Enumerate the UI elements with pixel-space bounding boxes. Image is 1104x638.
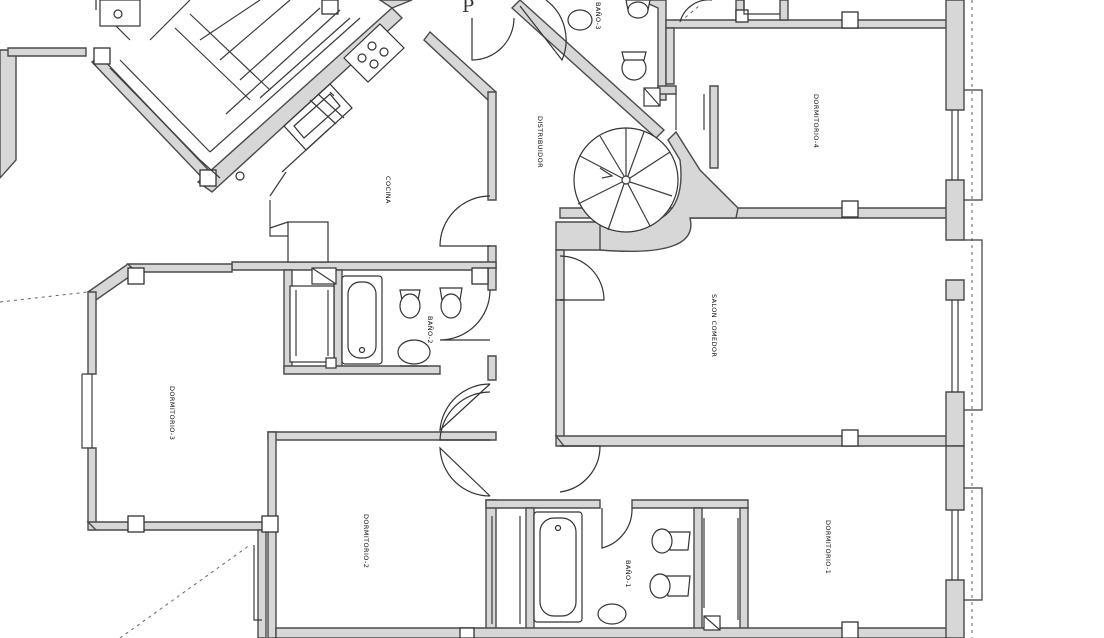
bath-1-fixtures <box>491 511 739 631</box>
label-salon-comedor: SALON COMEDOR <box>710 294 718 357</box>
label-dormitorio-2: DORMITORIO-2 <box>362 514 370 568</box>
walls <box>0 0 983 638</box>
spiral-staircase <box>573 127 679 233</box>
label-dormitorio-1: DORMITORIO-1 <box>824 520 832 574</box>
bath-3-fixtures <box>567 0 705 130</box>
doors <box>95 0 712 549</box>
staircase <box>99 0 361 179</box>
top-right-details <box>735 0 780 23</box>
label-dormitorio-3: DORMITORIO-3 <box>168 386 176 440</box>
label-cocina: COCINA <box>384 176 392 204</box>
room-labels: COCINA DISTRIBUIDOR SALON COMEDOR DORMIT… <box>168 0 832 588</box>
label-bano-3: BAÑO-3 <box>594 2 603 30</box>
terrace-dashed-lines <box>0 0 973 638</box>
label-dormitorio-4: DORMITORIO-4 <box>812 94 820 148</box>
kitchen-fixtures <box>235 23 405 263</box>
columns <box>93 0 859 638</box>
label-distribuidor: DISTRIBUIDOR <box>536 116 544 168</box>
label-partial-letter: P <box>462 0 474 17</box>
label-bano-2: BAÑO-2 <box>426 316 435 344</box>
label-bano-1: BAÑO-1 <box>624 560 633 588</box>
bath-2-fixtures <box>289 267 463 369</box>
